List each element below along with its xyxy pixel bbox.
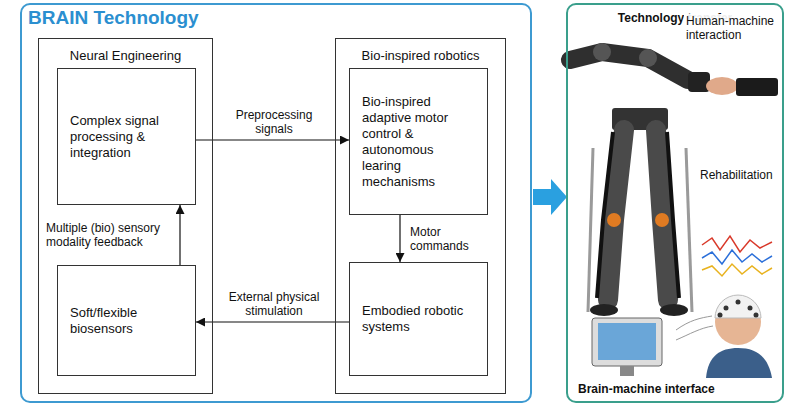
flow-arrow: [196, 139, 349, 140]
photo-caption: Rehabilitation: [698, 168, 782, 182]
transfer-arrow: [533, 179, 567, 215]
group-box: Bio-inspired roboticsBio-inspired adapti…: [335, 38, 506, 394]
monitor-screen: [598, 323, 656, 360]
edge-label: Multiple (bio) sensory modality feedback: [44, 221, 174, 249]
photo-caption: Brain-machine interface: [576, 382, 732, 396]
leg: [656, 130, 668, 300]
process-box: Soft/flexible biosensors: [57, 265, 196, 376]
knee-pad: [655, 213, 669, 227]
arm-joint: [593, 43, 611, 61]
electrode: [724, 306, 729, 311]
box-title: BRAIN Technology: [28, 7, 530, 29]
robot-arm-photo: [570, 43, 778, 96]
robot-arm: [570, 52, 688, 80]
flow-arrow: [399, 215, 400, 262]
electrode: [748, 306, 753, 311]
shoe: [590, 304, 618, 316]
transfer-panel: Technology transfer: [566, 3, 784, 403]
shoe: [660, 304, 688, 316]
human-hand: [706, 77, 738, 95]
edge-label: External physical stimulation: [218, 290, 330, 318]
photo-caption: Human-machine interaction: [684, 14, 782, 42]
box-text: Embodied robotic systems: [362, 303, 475, 335]
eeg-wire: [676, 326, 713, 340]
signal-trace: [702, 264, 772, 276]
process-box: Embodied robotic systems: [349, 262, 488, 376]
monitor-stand: [620, 366, 634, 376]
monitor: [592, 318, 662, 366]
exo-bar: [667, 132, 679, 298]
box-title: Bio-inspired robotics: [336, 48, 505, 64]
group-box: Neural EngineeringComplex signal process…: [38, 38, 213, 394]
sleeve: [736, 78, 778, 96]
bmi-photo: [592, 295, 772, 378]
process-box: Complex signal processing & integration: [57, 68, 196, 205]
person-body: [706, 348, 772, 378]
process-box: Bio-inspired adaptive motor control & au…: [349, 68, 488, 215]
signal-traces: [702, 236, 772, 276]
crutch: [686, 148, 692, 312]
crutch: [588, 148, 593, 312]
box-text: Bio-inspired adaptive motor control & au…: [362, 94, 475, 190]
knee-pad: [607, 213, 621, 227]
robot-gripper: [688, 72, 710, 92]
exoskeleton-photo: [588, 108, 692, 316]
box-text: Soft/flexible biosensors: [70, 305, 183, 337]
box-title: Neural Engineering: [39, 48, 212, 64]
eeg-cap: [715, 295, 761, 318]
edge-label: Motor commands: [408, 225, 502, 253]
signal-trace: [702, 250, 772, 264]
electrode: [718, 313, 723, 318]
box-text: Complex signal processing & integration: [70, 113, 183, 161]
signal-trace: [702, 236, 772, 252]
electrode: [754, 313, 759, 318]
flow-arrow: [179, 205, 180, 265]
arm-joint: [639, 49, 657, 67]
electrode: [736, 300, 741, 305]
flow-arrow: [196, 321, 349, 322]
edge-label: Preprocessing signals: [218, 108, 330, 136]
technology-frame: BRAIN TechnologyNeural EngineeringComple…: [20, 3, 532, 403]
